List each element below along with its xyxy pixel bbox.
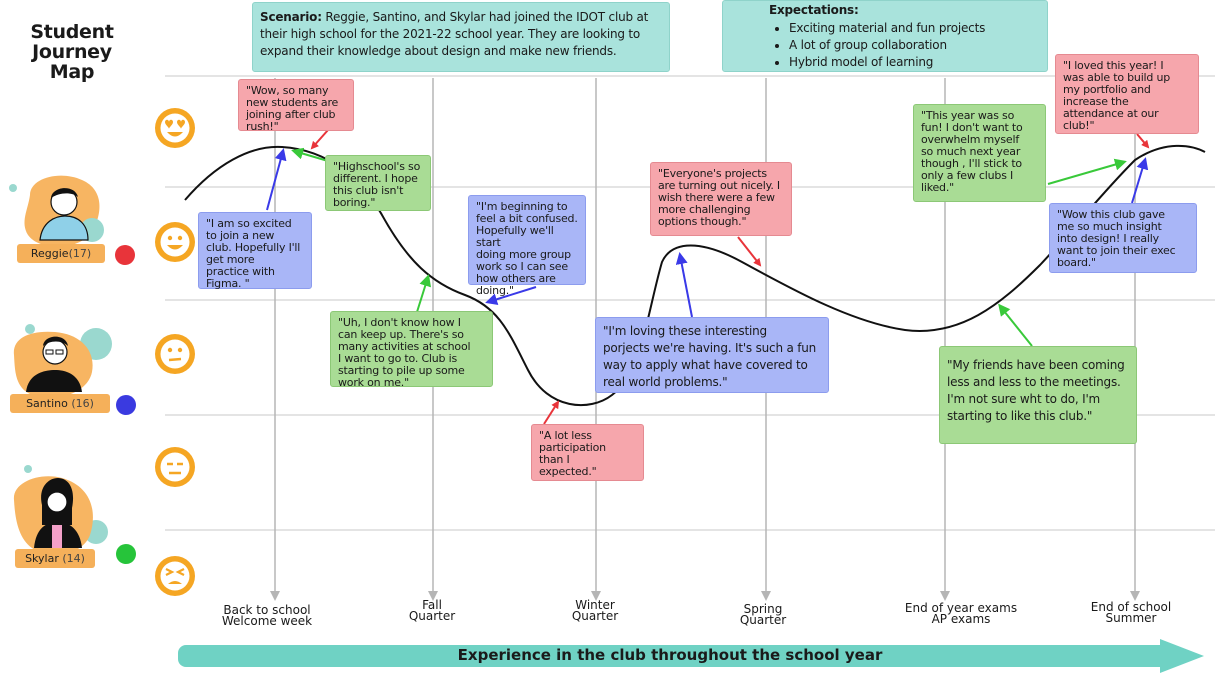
- page-title: Student Journey Map: [30, 21, 114, 83]
- persona-age: (16): [67, 397, 94, 410]
- persona-label-reggie: Reggie(17): [17, 244, 105, 263]
- quote-box-santino-spring: "I'm loving these interesting porjects w…: [595, 317, 829, 393]
- avatar-skylar: [13, 465, 108, 555]
- expectations-list: Exciting material and fun projects A lot…: [723, 20, 1047, 71]
- quote-box-skylar-fall: "Uh, I don't know how I can keep up. The…: [330, 311, 493, 389]
- scenario-label: Scenario:: [260, 10, 322, 24]
- persona-age: (14): [58, 552, 85, 565]
- axis-label: Experience in the club throughout the sc…: [457, 646, 883, 664]
- expressionless-face-icon: [155, 447, 195, 487]
- expectations-box: Expectations: Exciting material and fun …: [722, 0, 1048, 72]
- persona-name: Santino: [26, 397, 68, 410]
- quote-box-reggie-welcome-2: "I am so excited to join a new club. Hop…: [198, 212, 312, 290]
- persona-name: Skylar: [25, 552, 59, 565]
- neutral-face-icon: [155, 334, 195, 374]
- quote-box-reggie-winter: "A lot less participation than I expecte…: [531, 424, 644, 481]
- quote-box-skylar-welcome: "Highschool's so different. I hope this …: [325, 155, 431, 211]
- expectation-item: Exciting material and fun projects: [789, 20, 1047, 37]
- quote-box-skylar-exams: "My friends have been coming less and le…: [939, 346, 1137, 444]
- persona-dot-santino: [116, 395, 136, 415]
- quote-box-reggie-summer: "I loved this year! I was able to build …: [1055, 54, 1199, 134]
- scenario-text: Reggie, Santino, and Skylar had joined t…: [260, 10, 649, 58]
- persona-age: (17): [68, 247, 92, 260]
- expectation-item: Hybrid model of learning: [789, 54, 1047, 71]
- quote-box-skylar-summer: "This year was so fun! I don't want to o…: [913, 104, 1046, 202]
- heart-eyes-face-icon: [155, 108, 195, 148]
- scenario-box: Scenario: Reggie, Santino, and Skylar ha…: [252, 2, 670, 72]
- persona-dot-skylar: [116, 544, 136, 564]
- quote-box-reggie-spring: "Everyone's projects are turning out nic…: [650, 162, 792, 236]
- timeline-axis-arrow: [178, 639, 1204, 673]
- avatar-reggie: [9, 175, 104, 247]
- quote-box-santino-fall: "I'm beginning to feel a bit confused. H…: [468, 195, 586, 297]
- persona-label-skylar: Skylar (14): [15, 549, 95, 568]
- quote-box-reggie-welcome: "Wow, so many new students are joining a…: [238, 79, 354, 133]
- quote-box-santino-summer: "Wow this club gave me so much insight i…: [1049, 203, 1197, 273]
- expectation-item: A lot of group collaboration: [789, 37, 1047, 54]
- expectations-title: Expectations:: [769, 3, 859, 17]
- quote-arrows: [266, 129, 1150, 425]
- persona-dot-reggie: [115, 245, 135, 265]
- avatar-santino: [13, 324, 112, 398]
- tired-face-icon: [155, 556, 195, 596]
- persona-label-santino: Santino (16): [10, 394, 110, 413]
- smiling-face-icon: [155, 222, 195, 262]
- persona-name: Reggie: [30, 247, 69, 260]
